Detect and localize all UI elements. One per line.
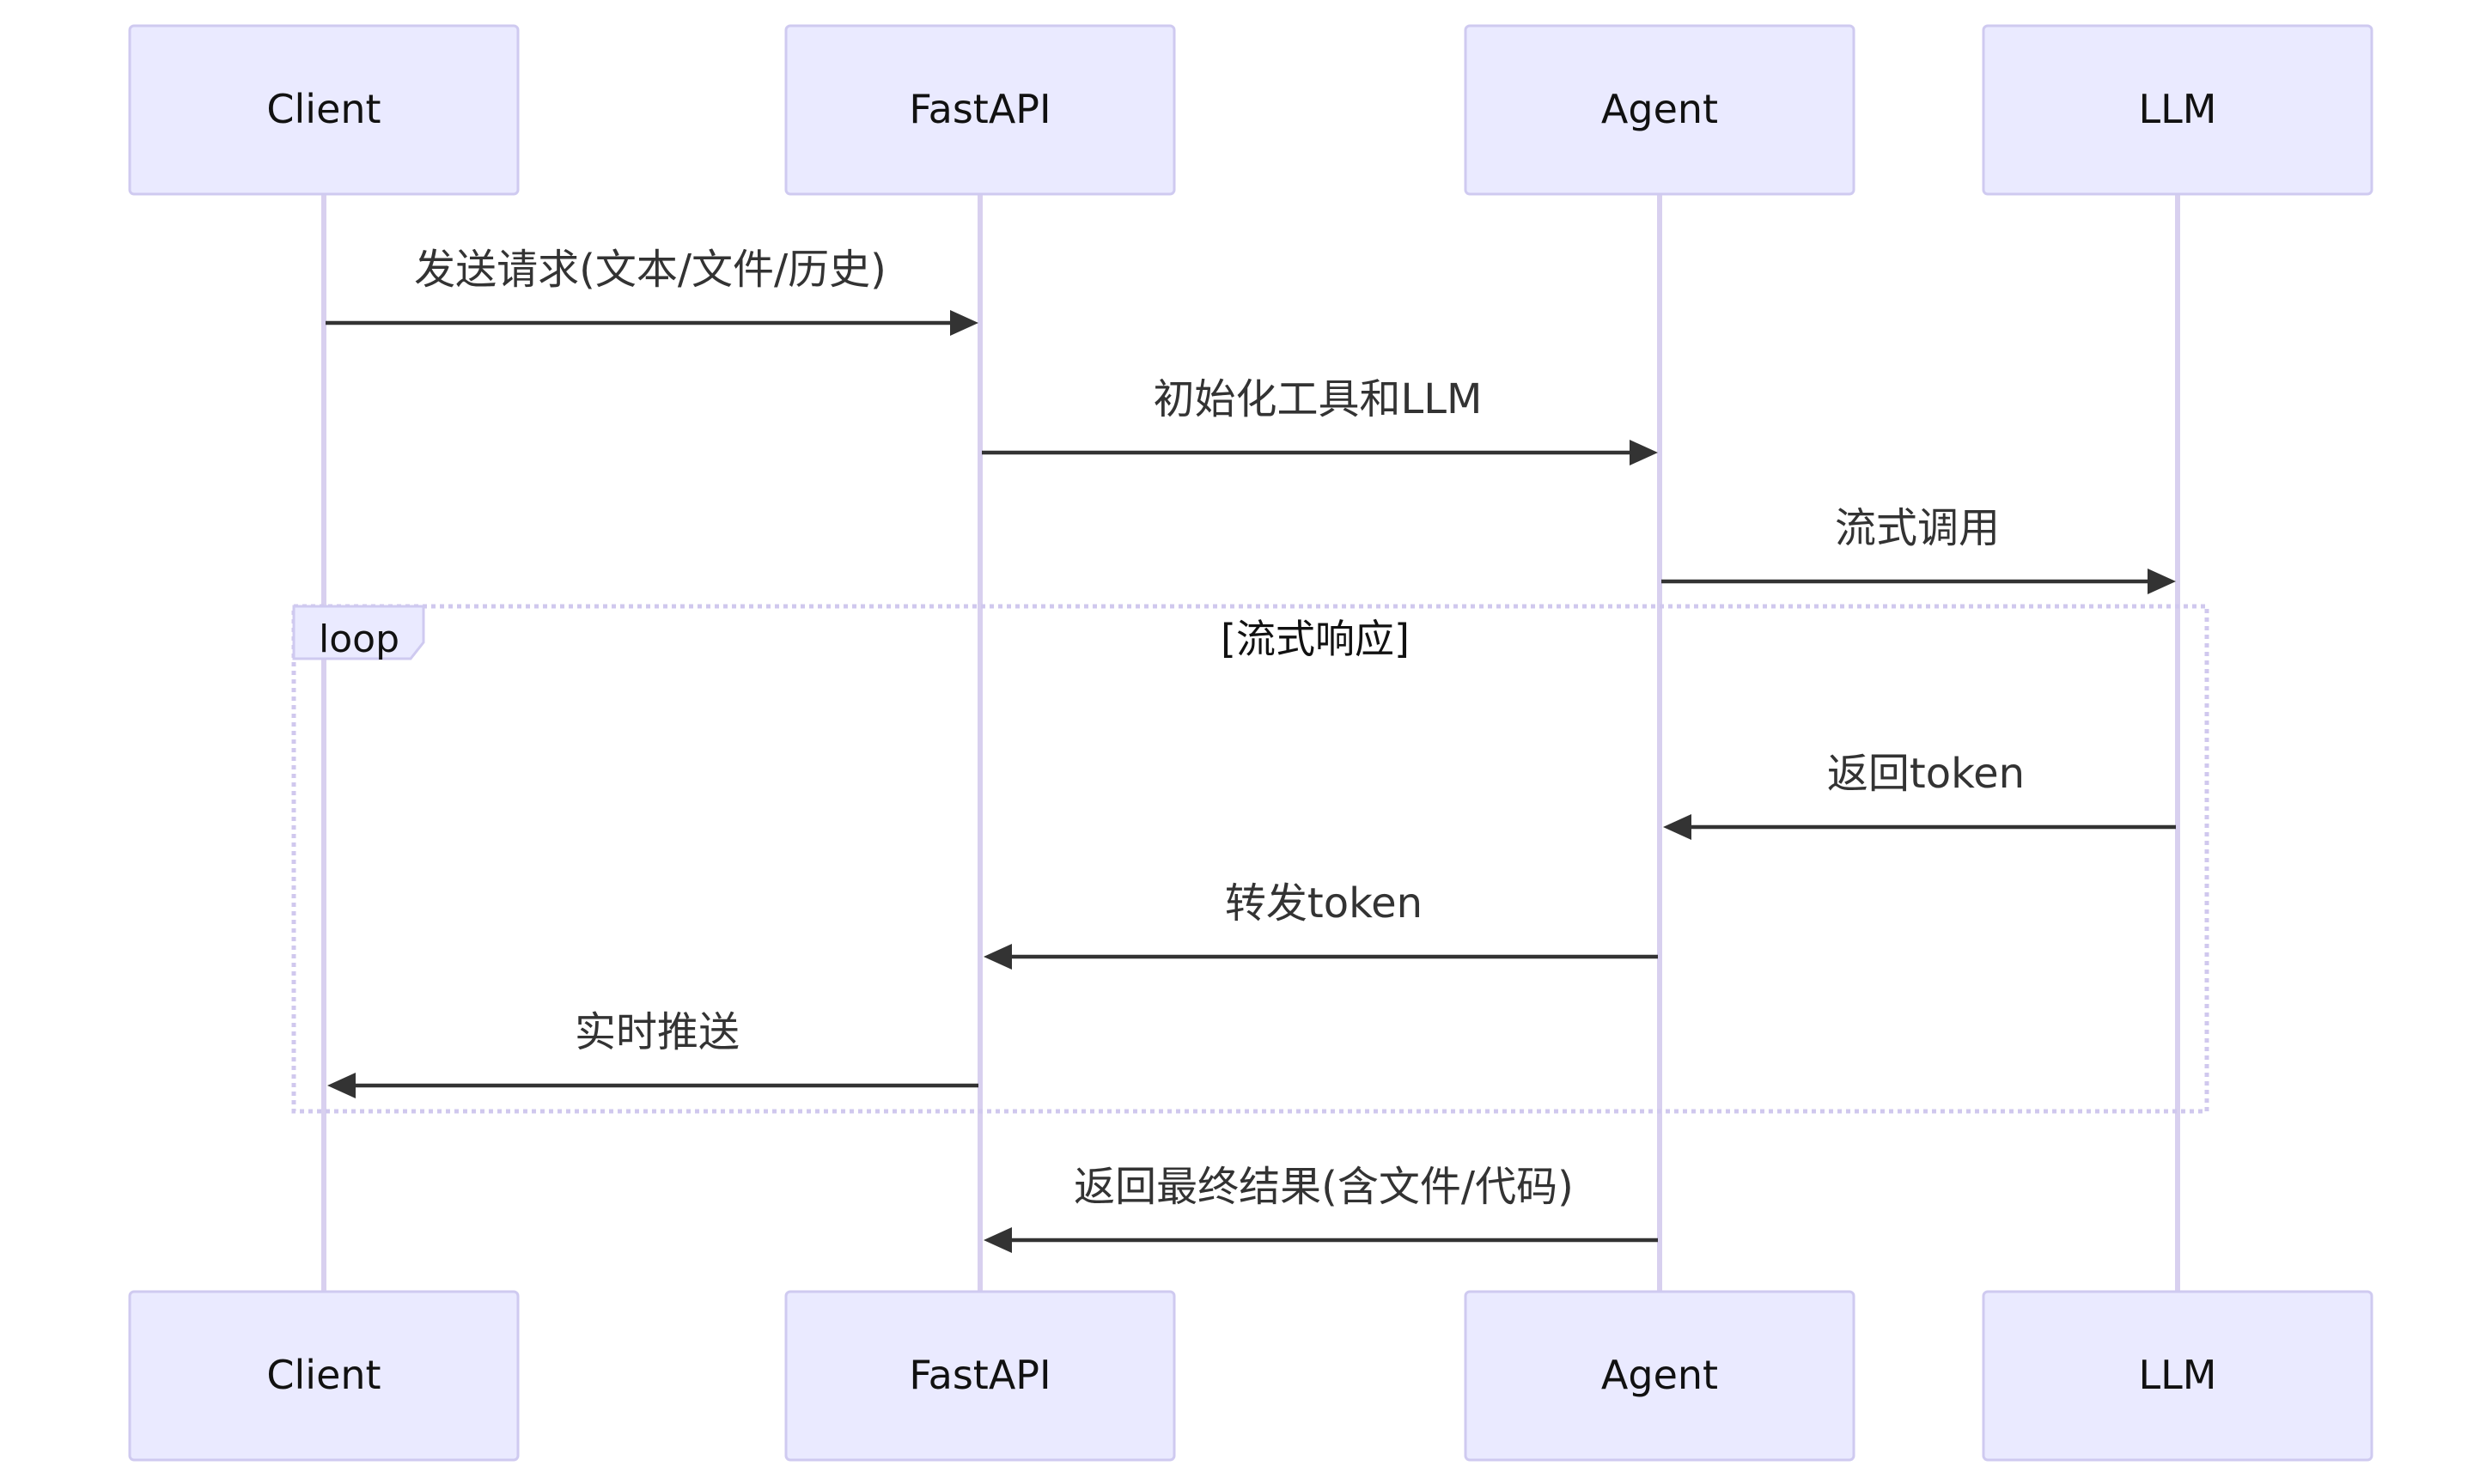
message: 发送请求(文本/文件/历史) [326,246,978,336]
actor-client-bottom: Client [128,1290,520,1462]
loop-label: loop [319,617,399,661]
actor-box [128,24,520,196]
loop-frame: loop [流式响应] [291,604,2209,1114]
message: 返回最终结果(含文件/代码) [984,1163,1658,1253]
actor-client-top: Client [128,24,520,196]
actors-bottom: Client FastAPI Agent LLM [128,1290,2373,1462]
loop-condition: [流式响应] [1221,616,1410,662]
message: 初始化工具和LLM [982,375,1658,465]
message-arrowhead [1630,440,1658,465]
message-arrowhead [1663,814,1691,840]
actor-box [1982,24,2373,196]
actor-fastapi-bottom: FastAPI [784,1290,1176,1462]
message-label: 实时推送 [575,1008,740,1056]
message: 流式调用 [1661,504,2176,594]
message-label: 发送请求(文本/文件/历史) [414,246,887,294]
message-label: 初始化工具和LLM [1154,375,1483,423]
message-arrowhead [984,944,1012,970]
actor-fastapi-top: FastAPI [784,24,1176,196]
message-arrowhead [984,1227,1012,1253]
actor-label: Client [266,1352,381,1398]
message: 实时推送 [327,1008,978,1098]
actor-label: Agent [1601,86,1718,132]
message: 转发token [984,879,1658,970]
message-arrowhead [2148,569,2176,594]
actor-box [784,1290,1176,1462]
actor-agent-bottom: Agent [1464,1290,1855,1462]
messages: 发送请求(文本/文件/历史) 初始化工具和LLM 流式调用 返回token 转发… [326,246,2176,1253]
message-arrowhead [950,310,978,336]
actor-box [1464,1290,1855,1462]
message-arrowhead [327,1073,356,1098]
message-label: 返回最终结果(含文件/代码) [1074,1163,1574,1211]
message-label: 返回token [1827,750,2025,798]
actor-llm-bottom: LLM [1982,1290,2373,1462]
actor-label: LLM [2139,86,2217,132]
actor-label: Agent [1601,1352,1718,1398]
actors-top: Client FastAPI Agent LLM [128,24,2373,196]
message-label: 转发token [1225,879,1423,928]
loop-box [291,604,2209,1114]
message: 返回token [1663,750,2176,840]
actor-box [128,1290,520,1462]
actor-box [1982,1290,2373,1462]
actor-label: FastAPI [909,86,1051,132]
actor-llm-top: LLM [1982,24,2373,196]
actor-label: LLM [2139,1352,2217,1398]
message-label: 流式调用 [1835,504,2000,552]
loop-tab [292,605,425,660]
actor-box [1464,24,1855,196]
actor-label: Client [266,86,381,132]
lifelines [321,194,2180,1292]
actor-box [784,24,1176,196]
actor-label: FastAPI [909,1352,1051,1398]
actor-agent-top: Agent [1464,24,1855,196]
